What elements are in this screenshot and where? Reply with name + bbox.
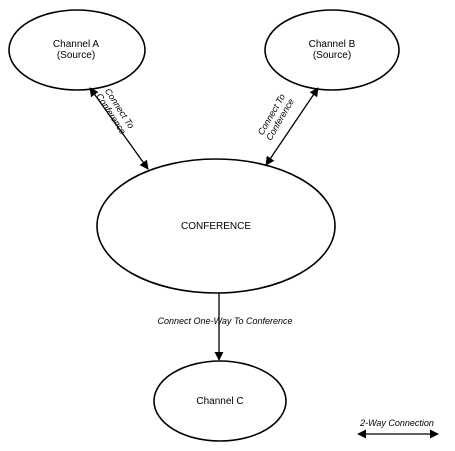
channel-a-node: Channel A (Source) <box>8 9 146 91</box>
edge-channel-a-conference: Connect To Conference <box>89 86 149 170</box>
channel-b-ellipse <box>264 9 400 91</box>
channel-c-node: Channel C <box>153 360 287 442</box>
legend-label: 2-Way Connection <box>359 418 434 428</box>
channel-a-name: Channel A <box>53 39 99 50</box>
conference-node: CONFERENCE <box>96 158 336 294</box>
conference-ellipse <box>96 158 336 294</box>
channel-a-ellipse <box>8 9 146 91</box>
channel-a-role: (Source) <box>57 50 95 61</box>
conference-label: CONFERENCE <box>181 221 251 232</box>
edge-a-line <box>89 87 149 170</box>
channel-c-ellipse <box>153 360 287 442</box>
edge-channel-b-conference: Connect To Conference <box>256 87 319 166</box>
channel-b-role: (Source) <box>313 50 351 61</box>
channel-c-label: Channel C <box>196 396 243 407</box>
edge-conference-channel-c: Connect One-Way To Conference <box>157 293 293 361</box>
edge-b-line <box>265 87 319 166</box>
legend: 2-Way Connection <box>357 418 439 439</box>
channel-b-name: Channel B <box>309 39 356 50</box>
channel-b-node: Channel B (Source) <box>264 9 400 91</box>
edge-c-label: Connect One-Way To Conference <box>157 316 292 326</box>
